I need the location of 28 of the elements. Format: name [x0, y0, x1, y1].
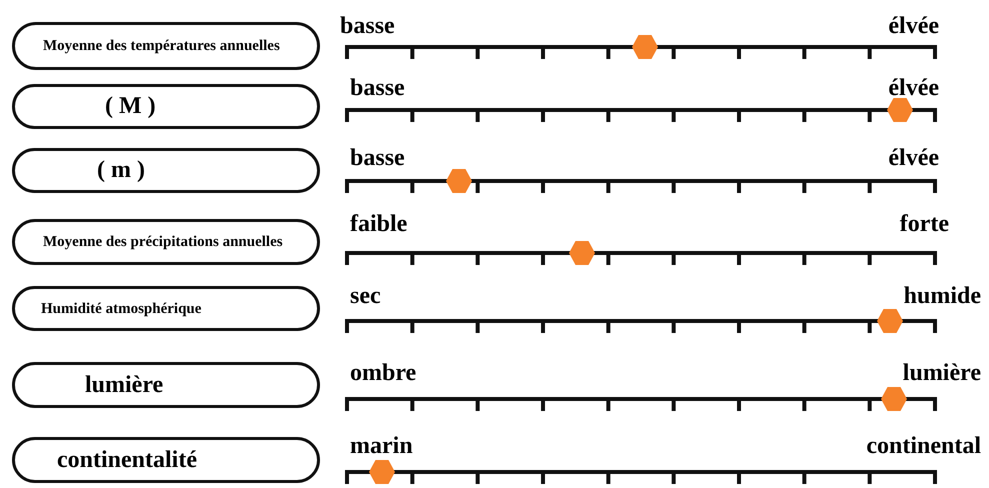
factor-label: ( M )	[105, 92, 156, 121]
factor-label: Humidité atmosphérique	[41, 300, 202, 318]
scale-end-label: lumière	[902, 361, 981, 385]
factor-label: lumière	[85, 370, 164, 400]
label-box	[12, 362, 320, 408]
label-box	[12, 148, 320, 193]
scale-end-label: continental	[866, 434, 981, 458]
label-box	[12, 84, 320, 129]
scale-end-label: faible	[350, 212, 408, 236]
scale-end-label: basse	[350, 76, 405, 100]
factor-label: Moyenne des températures annuelles	[43, 37, 280, 55]
scale-end-label: élvée	[888, 76, 939, 100]
label-box	[12, 219, 320, 265]
scale-end-label: forte	[900, 212, 949, 236]
factor-label: continentalité	[57, 446, 197, 474]
scale-end-label: sec	[350, 284, 381, 308]
label-box	[12, 437, 320, 483]
scale-end-label: ombre	[350, 361, 416, 385]
label-box	[12, 286, 320, 331]
scale-end-label: élvée	[888, 14, 939, 38]
scale-end-label: marin	[350, 434, 413, 458]
factor-label: Moyenne des précipitations annuelles	[43, 233, 283, 251]
scale-end-label: basse	[340, 14, 395, 38]
scale-end-label: basse	[350, 146, 405, 170]
factor-label: ( m )	[97, 156, 145, 185]
scale-end-label: humide	[904, 284, 981, 308]
scale-end-label: élvée	[888, 146, 939, 170]
label-box	[12, 22, 320, 70]
